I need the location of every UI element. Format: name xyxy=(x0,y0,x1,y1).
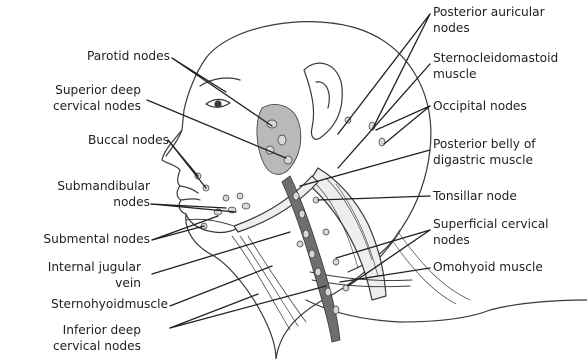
label-sternocleidomastoid-muscle: Sternocleidomastoid muscle xyxy=(433,50,558,82)
ear xyxy=(304,63,342,139)
label-tonsillar-node: Tonsillar node xyxy=(433,188,517,204)
leader-inferior-deep-2 xyxy=(170,286,326,328)
leader-sternohyoid xyxy=(170,266,272,306)
label-superficial-cervical-nodes: Superficial cervical nodes xyxy=(433,216,549,248)
leader-inferior-deep-1 xyxy=(170,294,258,328)
label-superior-deep-cervical-nodes: Superior deep cervical nodes xyxy=(53,82,141,114)
label-posterior-belly-digastric: Posterior belly of digastric muscle xyxy=(433,136,536,168)
label-buccal-nodes: Buccal nodes xyxy=(88,132,169,148)
leader-occipital-2 xyxy=(384,106,430,144)
label-occipital-nodes: Occipital nodes xyxy=(433,98,527,114)
chin-neck xyxy=(186,214,276,359)
leader-occipital-1 xyxy=(376,106,430,130)
leader-digastric xyxy=(300,150,430,186)
leader-submental-2 xyxy=(152,216,218,240)
label-submandibular-nodes: Submandibular nodes xyxy=(57,178,150,210)
label-inferior-deep-cervical-nodes: Inferior deep cervical nodes xyxy=(53,322,141,354)
label-omohyoid-muscle: Omohyoid muscle xyxy=(433,259,543,275)
leader-buccal-2 xyxy=(168,140,206,188)
label-posterior-auricular-nodes: Posterior auricular nodes xyxy=(433,4,545,36)
label-parotid-nodes: Parotid nodes xyxy=(87,48,170,64)
label-internal-jugular-vein: Internal jugular vein xyxy=(48,259,141,291)
label-sternohyoid-muscle: Sternohyoidmuscle xyxy=(51,296,168,312)
strap-muscles xyxy=(232,236,306,330)
leader-submental-1 xyxy=(152,226,204,240)
label-submental-nodes: Submental nodes xyxy=(43,231,150,247)
lips xyxy=(180,186,200,200)
leader-parotid-2 xyxy=(172,58,272,126)
